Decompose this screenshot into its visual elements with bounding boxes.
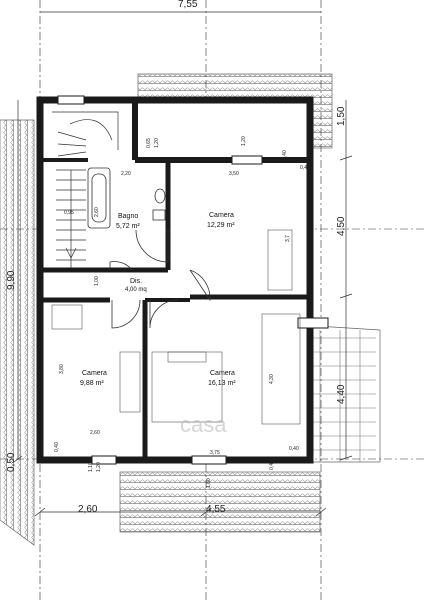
- dim-3-75: 3,75: [210, 450, 220, 456]
- room-camera-tr-name: Camera: [209, 212, 234, 219]
- dim-0-40-e: 0,40: [269, 460, 275, 470]
- toilet: [154, 188, 166, 204]
- walls: [36, 96, 314, 464]
- dim-right-top: 1,50: [336, 106, 347, 126]
- dim-left-height: 9,90: [6, 270, 17, 290]
- roof-tiles: [0, 73, 381, 546]
- dim-1-20-a: 1,20: [154, 138, 160, 148]
- dimension-lines: [13, 11, 353, 517]
- room-labels: Bagno 5,72 m² Camera 12,29 m² Dis. 4,00 …: [80, 212, 236, 387]
- room-bagno-name: Bagno: [118, 213, 138, 220]
- dim-0-40-d: 0,40: [54, 442, 60, 452]
- dim-1-00: 1,00: [94, 276, 100, 286]
- dim-right-mid: 4,50: [336, 216, 347, 236]
- desk-left: [51, 304, 83, 330]
- wardrobe-left: [119, 351, 141, 413]
- dim-2-60-h: 2,60: [90, 430, 100, 436]
- dim-3-80: 3,80: [59, 364, 65, 374]
- roof-right-lines: [306, 330, 376, 462]
- dim-bottom-right: 4,55: [206, 504, 226, 515]
- dim-1-20-b: 1,20: [241, 136, 247, 146]
- dim-0-95: 0,95: [64, 210, 74, 216]
- dim-top-width: 7,55: [178, 0, 198, 10]
- dim-1-20-c: 1,20: [96, 462, 102, 472]
- dim-0-40-c: 0,40: [289, 446, 299, 452]
- watermark: casa: [180, 412, 227, 437]
- dim-0-40-b: 0,40: [282, 150, 288, 160]
- room-dis-area: 4,00 mq: [125, 287, 147, 293]
- dim-3-50: 3,50: [229, 171, 239, 177]
- room-bagno-area: 5,72 m²: [116, 223, 140, 230]
- windows: [57, 95, 329, 465]
- dim-0-65: 0,65: [146, 138, 152, 148]
- room-camera-br-name: Camera: [210, 370, 235, 377]
- dim-4-30: 4,30: [269, 374, 275, 384]
- dim-0-40-a: 0,40: [300, 165, 310, 171]
- wardrobe-top: [267, 229, 293, 291]
- dim-2-20: 2,20: [121, 171, 131, 177]
- dim-left-bottom: 0,50: [6, 452, 17, 472]
- roof-bottom: [119, 471, 321, 533]
- roof-left: [0, 119, 35, 546]
- room-camera-br-area: 16,13 m²: [208, 380, 236, 387]
- wardrobe-main: [261, 313, 301, 425]
- dimension-labels: 7,55 1,50 4,50 4,40 9,90 0,50 2,60 4,55: [6, 0, 347, 515]
- inner-dimensions: 2,20 3,50 0,95 2,60 1,00 3,80 2,60 4,30 …: [54, 136, 310, 488]
- furniture: [51, 229, 301, 425]
- bathroom-fixtures: [87, 167, 166, 229]
- room-dis-name: Dis.: [130, 278, 142, 285]
- room-camera-bl-name: Camera: [82, 370, 107, 377]
- outer-wall: [36, 96, 314, 464]
- room-camera-bl-area: 9,88 m²: [80, 380, 104, 387]
- dim-1-80: 1,80: [206, 478, 212, 488]
- dim-bottom-left: 2,60: [78, 504, 98, 515]
- dim-3-7: 3,7: [285, 235, 291, 242]
- dim-2-60-v: 2,60: [94, 207, 100, 217]
- doors: [109, 229, 211, 329]
- dim-right-bottom: 4,40: [336, 384, 347, 404]
- room-camera-tr-area: 12,29 m²: [207, 222, 235, 229]
- dim-1-10: 1,10: [88, 462, 94, 472]
- staircase: [52, 111, 119, 268]
